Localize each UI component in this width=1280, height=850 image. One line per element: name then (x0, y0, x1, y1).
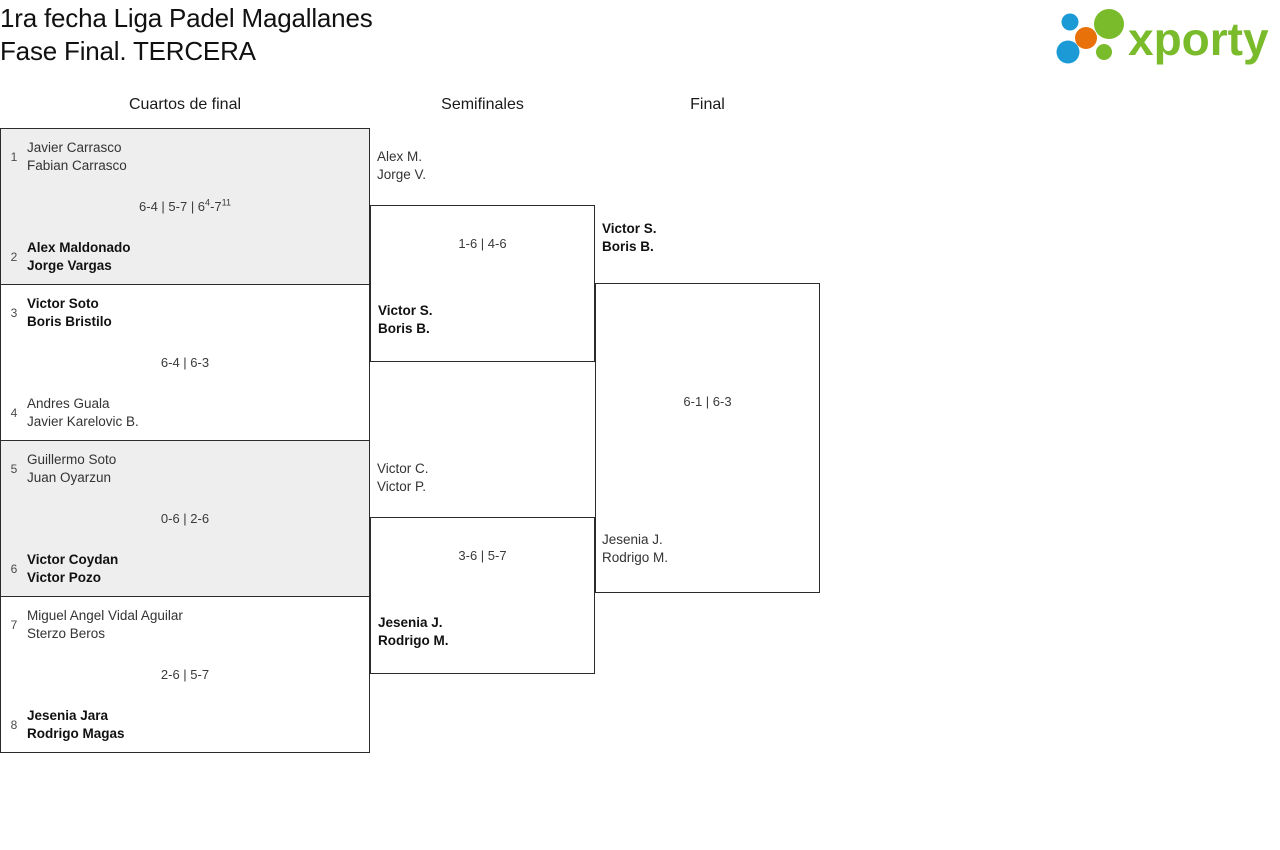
match-score: 6-1 | 6-3 (683, 394, 732, 409)
logo-dot-blue-large (1056, 40, 1080, 64)
logo-dot-blue-small (1061, 13, 1079, 31)
player-2: Victor P. (377, 479, 427, 494)
player-1: Andres Guala (27, 396, 110, 411)
logo-dot-green-small (1096, 44, 1112, 60)
seed-number: 4 (10, 406, 18, 420)
team-names: Victor C. Victor P. (377, 460, 429, 496)
match-quarterfinal-2[interactable]: 3 Victor Soto Boris Bristilo 6-4 | 6-3 4… (0, 284, 370, 441)
player-1: Alex M. (377, 149, 423, 164)
title-line-2: Fase Final. TERCERA (0, 36, 256, 66)
player-1: Jesenia J. (378, 615, 443, 630)
team-names: Alex M. Jorge V. (377, 148, 426, 184)
match-final[interactable]: 6-1 | 6-3 (595, 283, 820, 593)
team-names: Miguel Angel Vidal Aguilar Sterzo Beros (27, 607, 183, 643)
match-team-top[interactable]: 1 Javier Carrasco Fabian Carrasco (1, 139, 127, 175)
seed-number: 5 (10, 462, 18, 476)
player-1: Guillermo Soto (27, 452, 117, 467)
round-header-semifinals: Semifinales (441, 96, 524, 113)
round-header-quarterfinals: Cuartos de final (128, 96, 242, 113)
player-1: Alex Maldonado (27, 240, 131, 255)
player-1: Victor S. (378, 303, 433, 318)
match-quarterfinal-3[interactable]: 5 Guillermo Soto Juan Oyarzun 0-6 | 2-6 … (0, 440, 370, 597)
xporty-logo: xporty (1052, 8, 1272, 66)
seed-number: 1 (10, 150, 18, 164)
final-team-bottom[interactable]: Jesenia J. Rodrigo M. (602, 531, 668, 567)
match-team-top[interactable]: 5 Guillermo Soto Juan Oyarzun (1, 451, 117, 487)
player-2: Boris B. (378, 321, 430, 336)
semifinal-2-team-bottom[interactable]: Jesenia J. Rodrigo M. (378, 614, 449, 650)
team-names: Guillermo Soto Juan Oyarzun (27, 451, 116, 487)
player-2: Boris Bristilo (27, 314, 112, 329)
final-team-top[interactable]: Victor S. Boris B. (602, 220, 657, 256)
match-score: 6-4 | 6-3 (160, 355, 210, 370)
player-2: Boris B. (602, 239, 654, 254)
player-1: Victor C. (377, 461, 429, 476)
title-line-1: 1ra fecha Liga Padel Magallanes (0, 3, 373, 33)
match-semifinal-1[interactable]: 1-6 | 4-6 Victor S. Boris B. (370, 205, 595, 362)
semifinal-1-team-bottom[interactable]: Victor S. Boris B. (378, 302, 433, 338)
match-team-bottom[interactable]: 8 Jesenia Jara Rodrigo Magas (1, 707, 125, 743)
seed-number: 8 (10, 718, 18, 732)
player-2: Fabian Carrasco (27, 158, 127, 173)
player-1: Jesenia Jara (27, 708, 109, 723)
seed-number: 3 (10, 306, 18, 320)
logo-dot-green-large (1094, 9, 1124, 39)
player-2: Javier Karelovic B. (27, 414, 139, 429)
team-names: Victor Soto Boris Bristilo (27, 295, 112, 331)
match-score: 6-4 | 5-7 | 64-711 (1, 197, 369, 215)
player-2: Jorge V. (377, 167, 427, 182)
match-quarterfinal-1[interactable]: 1 Javier Carrasco Fabian Carrasco 6-4 | … (0, 128, 370, 285)
player-2: Jorge Vargas (27, 258, 112, 273)
match-semifinal-2[interactable]: 3-6 | 5-7 Jesenia J. Rodrigo M. (370, 517, 595, 674)
logo-wordmark: xporty (1128, 13, 1269, 65)
player-2: Rodrigo M. (378, 633, 449, 648)
player-1: Javier Carrasco (27, 140, 122, 155)
score-text-mid: -7 (210, 199, 222, 214)
match-score: 0-6 | 2-6 (160, 511, 210, 526)
semifinal-2-team-top[interactable]: Victor C. Victor P. (377, 460, 429, 496)
player-1: Victor Soto (27, 296, 99, 311)
match-score: 3-6 | 5-7 (458, 548, 507, 563)
seed-number: 7 (10, 618, 18, 632)
match-score: 1-6 | 4-6 (458, 236, 507, 251)
match-team-top[interactable]: 7 Miguel Angel Vidal Aguilar Sterzo Bero… (1, 607, 183, 643)
player-2: Rodrigo M. (602, 550, 669, 565)
match-score: 2-6 | 5-7 (160, 667, 210, 682)
seed-number: 6 (10, 562, 18, 576)
team-names: Victor S. Boris B. (378, 302, 433, 338)
player-1: Jesenia J. (602, 532, 663, 547)
team-names: Andres Guala Javier Karelovic B. (27, 395, 139, 431)
team-names: Jesenia J. Rodrigo M. (602, 531, 668, 567)
score-text: 6-4 | 5-7 | 6 (139, 199, 206, 214)
team-names: Victor Coydan Victor Pozo (27, 551, 118, 587)
match-team-bottom[interactable]: 4 Andres Guala Javier Karelovic B. (1, 395, 139, 431)
match-team-bottom[interactable]: 6 Victor Coydan Victor Pozo (1, 551, 119, 587)
semifinal-1-team-top[interactable]: Alex M. Jorge V. (377, 148, 426, 184)
team-names: Javier Carrasco Fabian Carrasco (27, 139, 127, 175)
team-names: Jesenia J. Rodrigo M. (378, 614, 449, 650)
team-names: Jesenia Jara Rodrigo Magas (27, 707, 125, 743)
team-names: Alex Maldonado Jorge Vargas (27, 239, 131, 275)
match-team-top[interactable]: 3 Victor Soto Boris Bristilo (1, 295, 112, 331)
player-2: Sterzo Beros (27, 626, 106, 641)
seed-number: 2 (10, 250, 18, 264)
player-1: Victor S. (602, 221, 657, 236)
match-team-bottom[interactable]: 2 Alex Maldonado Jorge Vargas (1, 239, 131, 275)
player-1: Victor Coydan (27, 552, 119, 567)
score-tiebreak-2: 11 (221, 197, 231, 208)
player-1: Miguel Angel Vidal Aguilar (27, 608, 183, 623)
player-2: Victor Pozo (27, 570, 102, 585)
round-header-final: Final (690, 96, 725, 113)
player-2: Rodrigo Magas (27, 726, 125, 741)
match-quarterfinal-4[interactable]: 7 Miguel Angel Vidal Aguilar Sterzo Bero… (0, 596, 370, 753)
score-tiebreak-1: 4 (205, 197, 211, 208)
player-2: Juan Oyarzun (27, 470, 112, 485)
logo-dot-orange (1075, 27, 1097, 49)
team-names: Victor S. Boris B. (602, 220, 657, 256)
